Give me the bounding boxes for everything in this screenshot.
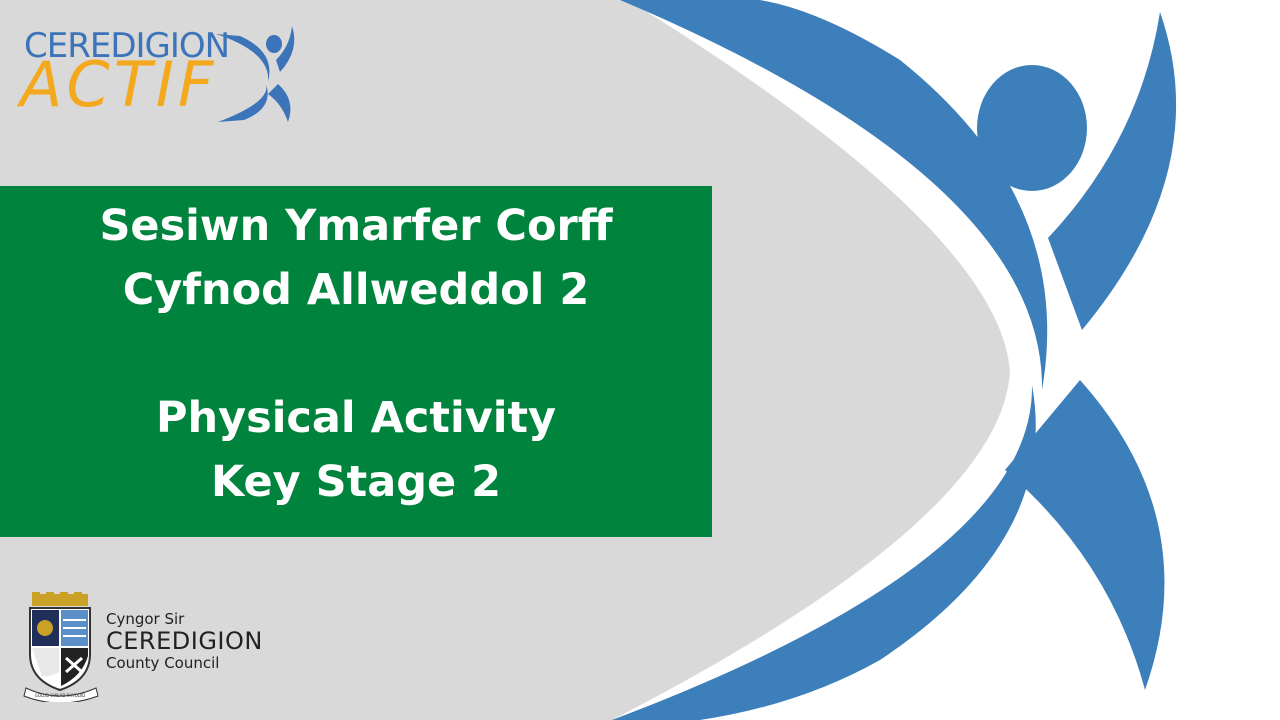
running-figure-icon: [216, 26, 295, 122]
welsh-title-line-2: Cyfnod Allweddol 2: [122, 265, 590, 315]
crest-motto: GOLUD GWLAD RHYDDID: [35, 693, 86, 698]
figure-lower-arc: [612, 385, 1036, 720]
council-line-2: CEREDIGION: [106, 627, 263, 655]
title-box: Sesiwn Ymarfer Corff Cyfnod Allweddol 2 …: [0, 186, 712, 537]
english-title-line-2: Key Stage 2: [210, 457, 502, 507]
figure-arm: [1048, 12, 1177, 330]
logo-top-word: CEREDIGION: [24, 26, 230, 66]
council-line-3: County Council: [106, 654, 220, 672]
figure-upper-arc: [620, 0, 1048, 390]
english-title-line-1: Physical Activity: [155, 393, 557, 443]
figure-head: [977, 65, 1087, 191]
council-text: Cyngor Sir CEREDIGION County Council: [106, 610, 263, 672]
logo-bottom-word: ACTIF: [20, 48, 218, 121]
welsh-title-line-1: Sesiwn Ymarfer Corff: [99, 201, 613, 251]
ceredigion-actif-logo: CEREDIGION ACTIF: [18, 22, 303, 122]
figure-leg: [1005, 380, 1165, 690]
council-crest-icon: GOLUD GWLAD RHYDDID: [23, 592, 99, 702]
council-line-1: Cyngor Sir: [106, 610, 185, 628]
county-council-logo: GOLUD GWLAD RHYDDID Cyngor Sir CEREDIGIO…: [22, 592, 282, 702]
